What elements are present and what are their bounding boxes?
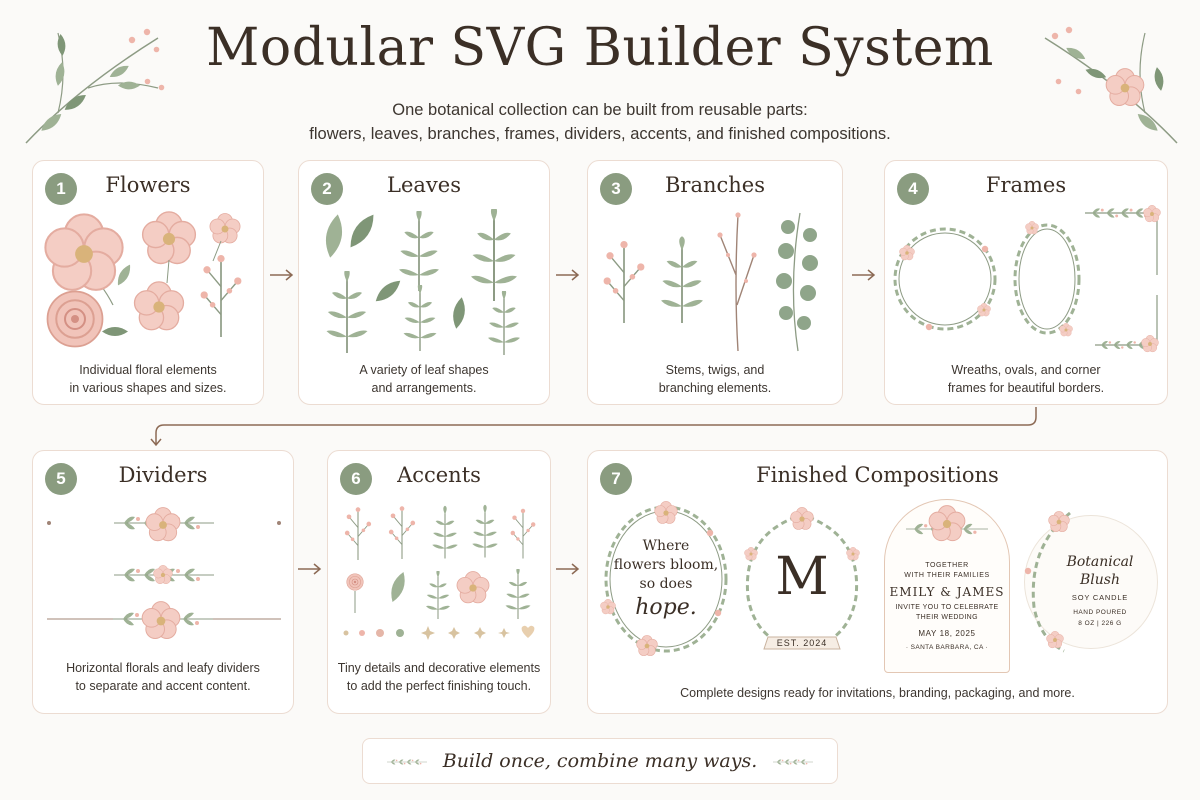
arrow-right-icon [556, 269, 580, 281]
candle-label-text: Botanical Blush SOY CANDLE HAND POURED 8… [1066, 554, 1134, 627]
card-flowers: 1 Flowers Individual floral elements in … [32, 160, 264, 405]
invitation-flower-icon [906, 505, 988, 542]
card-title-branches: Branches [664, 173, 765, 197]
card-desc-frames: Wreaths, ovals, and corner frames for be… [947, 363, 1105, 395]
step-badge-1: 1 [45, 173, 77, 205]
card-title-flowers: Flowers [105, 173, 191, 197]
branches-illustration-icon [602, 212, 818, 352]
monogram-letter: M [775, 547, 829, 607]
card-title-dividers: Dividers [118, 463, 208, 487]
card-frames: 4 Frames Wreaths, ovals, and corner fram… [884, 160, 1168, 405]
monogram-ribbon: EST. 2024 [776, 638, 828, 648]
frames-illustration-icon [893, 205, 1161, 353]
card-desc-accents: Tiny details and decorative elements to … [337, 661, 541, 693]
card-compositions: 7 Finished Compositions Where flowers bl… [587, 450, 1168, 714]
card-title-leaves: Leaves [387, 173, 461, 197]
card-dividers: 5 Dividers Horizontal florals and leafy … [32, 450, 294, 714]
flowers-illustration-icon [43, 211, 243, 348]
card-leaves: 2 Leaves A variety of leaf shapes and ar… [298, 160, 550, 405]
monogram-wreath-icon [744, 507, 860, 650]
card-title-accents: Accents [397, 463, 481, 487]
accents-illustration-icon [343, 504, 536, 640]
leaves-illustration-icon [322, 209, 521, 355]
step-badge-2: 2 [311, 173, 343, 205]
step-badge-7: 7 [600, 463, 632, 495]
page-title: Modular SVG Builder System [206, 18, 994, 78]
card-desc-leaves: A variety of leaf shapes and arrangement… [359, 363, 489, 395]
dividers-illustration-icon [47, 507, 281, 640]
card-accents: 6 Accents Tiny details and decorative el… [327, 450, 551, 714]
wreath-frame-icon [600, 501, 728, 657]
subtitle-line-2: flowers, leaves, branches, frames, divid… [309, 125, 891, 143]
card-title-compositions: Finished Compositions [756, 463, 999, 487]
tagline-text: Build once, combine many ways. [442, 750, 758, 772]
corner-branch-left-icon [25, 28, 165, 144]
arrow-right-icon [556, 563, 580, 575]
step-badge-5: 5 [45, 463, 77, 495]
arrow-right-icon [852, 269, 876, 281]
card-desc-compositions: Complete designs ready for invitations, … [680, 686, 1075, 700]
card-desc-branches: Stems, twigs, and branching elements. [658, 363, 772, 395]
subtitle-line-1: One botanical collection can be built fr… [392, 101, 808, 119]
card-desc-dividers: Horizontal florals and leafy dividers to… [66, 661, 260, 693]
candle-label-branch-icon [1024, 511, 1071, 653]
corner-branch-right-icon [1044, 26, 1178, 144]
step-badge-6: 6 [340, 463, 372, 495]
quote-text: Where flowers bloom, so does hope. [613, 538, 719, 620]
card-title-frames: Frames [985, 173, 1067, 197]
step-badge-4: 4 [897, 173, 929, 205]
step-badge-3: 3 [600, 173, 632, 205]
tagline-sprig-right-icon [773, 759, 813, 765]
arrow-right-icon [270, 269, 294, 281]
row-connector-arrow-icon [150, 407, 1037, 447]
invitation-text: TOGETHER WITH THEIR FAMILIES EMILY & JAM… [889, 562, 1005, 651]
card-branches: 3 Branches Stems, twigs, and branching e… [587, 160, 843, 405]
page-subtitle: One botanical collection can be built fr… [0, 98, 1200, 146]
card-desc-flowers: Individual floral elements in various sh… [69, 363, 227, 395]
tagline-banner: Build once, combine many ways. [362, 738, 838, 784]
arrow-right-icon [298, 563, 322, 575]
